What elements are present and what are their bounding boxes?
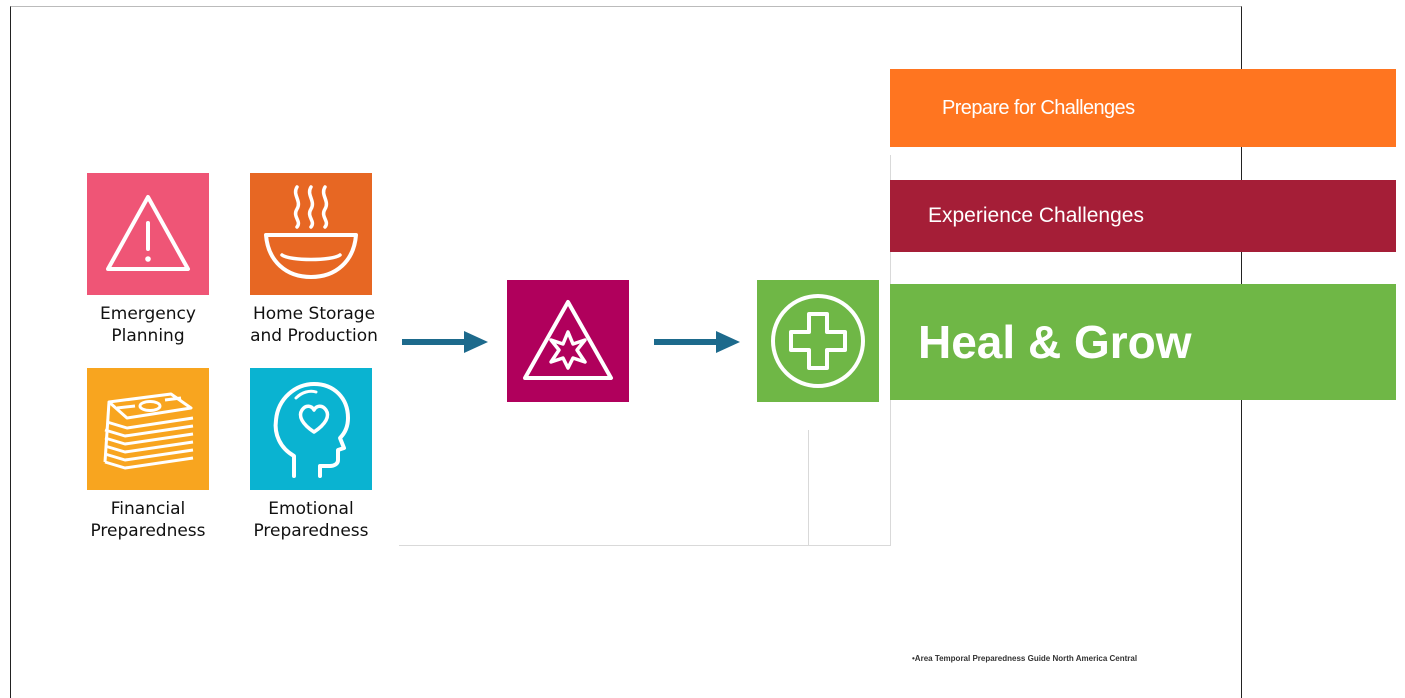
heal-banner-text: Heal & Grow: [918, 316, 1192, 368]
home-storage-tile: [250, 173, 372, 295]
panel-divider: [808, 430, 809, 545]
home-storage-label: Home Storage and Production: [250, 304, 378, 346]
emotional-preparedness-tile: [250, 368, 372, 490]
warning-triangle-icon: [106, 195, 190, 271]
circle-plus-icon: [771, 294, 865, 388]
emotional-preparedness-label: Emotional Preparedness: [253, 499, 369, 541]
emergency-planning-tile: [87, 173, 209, 295]
financial-preparedness-tile: [87, 368, 209, 490]
experience-banner-text: Experience Challenges: [928, 204, 1144, 227]
heal-tile: [757, 280, 879, 402]
financial-preparedness-label: Financial Preparedness: [90, 499, 206, 541]
head-heart-icon: [273, 382, 350, 478]
heal-banner: Heal & Grow: [890, 284, 1396, 400]
emergency-planning-label: Emergency Planning: [100, 304, 196, 346]
arrow-to-heal-icon: [654, 331, 740, 353]
experience-banner: Experience Challenges: [890, 180, 1396, 252]
arrow-to-challenge-icon: [402, 331, 488, 353]
prepare-banner: Prepare for Challenges: [890, 69, 1396, 147]
money-stack-icon: [103, 392, 194, 470]
prepare-banner-text: Prepare for Challenges: [942, 96, 1135, 119]
steaming-bowl-icon: [264, 185, 358, 279]
challenge-tile: [507, 280, 629, 402]
source-footnote: •Area Temporal Preparedness Guide North …: [912, 654, 1138, 663]
triangle-burst-icon: [523, 300, 613, 380]
panel-border-bottom: [399, 545, 891, 546]
